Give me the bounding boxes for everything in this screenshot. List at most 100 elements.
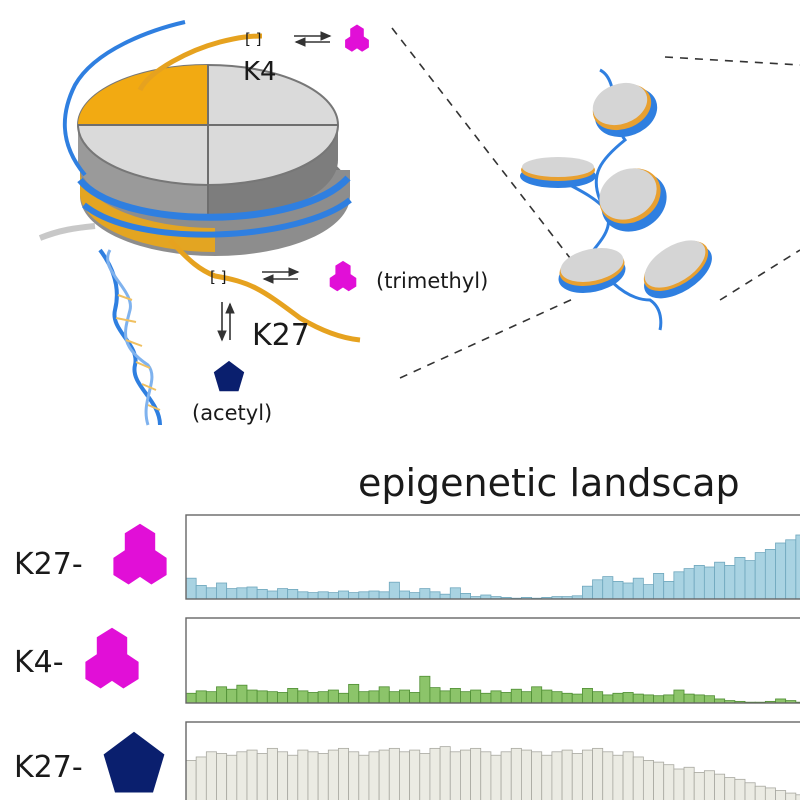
track-bar (551, 751, 563, 800)
fiber-nucleosome (558, 247, 626, 293)
track-bar (592, 747, 604, 800)
track-bar (277, 692, 289, 704)
track-bar (785, 539, 797, 600)
track-bar (399, 590, 411, 600)
track-label: K27- (14, 750, 83, 785)
track-bar (795, 794, 800, 800)
track-bar (663, 694, 675, 704)
track-bar (348, 751, 360, 800)
track-bar (297, 690, 309, 704)
track-bar (703, 566, 715, 600)
track-bar (531, 751, 543, 800)
track-bar (368, 751, 380, 800)
track-bar (256, 753, 268, 800)
track-bar (622, 692, 634, 704)
track-bar (551, 691, 563, 704)
track-bar (642, 760, 654, 800)
track-bar (348, 683, 360, 704)
track-bar (378, 591, 390, 600)
track-bar (419, 675, 431, 704)
track-bar (287, 589, 299, 600)
track-bar (703, 770, 715, 800)
acetyl-mark-icon (213, 360, 245, 392)
track-bar (622, 751, 634, 800)
track-bar (185, 577, 197, 600)
track-bar (449, 688, 461, 704)
track-bar (561, 749, 573, 800)
track-bar (541, 754, 553, 800)
histone-octamer-upper (77, 64, 339, 220)
track-bar (744, 560, 756, 600)
histone-tail-k4 (137, 33, 263, 92)
track-k4me3: K4- (14, 617, 800, 704)
landscape-title: epigenetic landscap (358, 461, 740, 505)
track-bar (673, 768, 685, 800)
track-bar (277, 751, 289, 800)
track-bar (673, 689, 685, 704)
fiber-nucleosome (643, 240, 712, 299)
track-bar (673, 571, 685, 600)
track-bar (429, 747, 441, 800)
track-bar (338, 590, 350, 600)
track-bar (205, 691, 217, 704)
track-bar (785, 792, 797, 800)
track-bar (307, 592, 319, 600)
track-bar (216, 686, 228, 704)
track-bar (297, 591, 309, 600)
track-bar (236, 587, 248, 600)
trimethyl-mark-icon (345, 24, 369, 52)
track-bar (205, 751, 217, 800)
track-bar (714, 773, 726, 800)
track-bar (439, 690, 451, 704)
track-bar (409, 592, 421, 600)
track-bar (256, 589, 268, 600)
track-bar (368, 590, 380, 600)
track-bar (358, 591, 370, 600)
track-bar (653, 695, 665, 704)
acetyl-mark-icon (103, 731, 165, 793)
fiber-nucleosome (520, 157, 596, 188)
track-bar (246, 689, 258, 704)
track-bar (195, 690, 207, 704)
track-bar (632, 693, 644, 704)
track-bars (185, 675, 800, 704)
track-bar (775, 790, 787, 800)
track-bar (338, 747, 350, 800)
track-bar (602, 694, 614, 704)
k4-modification: [ ] K4 (243, 24, 369, 87)
track-bar (419, 753, 431, 800)
histone-tail-k27 (168, 238, 361, 343)
track-bar (653, 761, 665, 800)
trimethyl-mark-icon (329, 260, 357, 292)
track-k27ac: K27- (14, 721, 800, 800)
track-bars (185, 746, 800, 800)
zoom-lines (391, 27, 800, 379)
track-bar (216, 753, 228, 800)
track-bar (449, 751, 461, 800)
track-bar (602, 751, 614, 800)
track-bar (500, 692, 512, 704)
track-bar (460, 593, 471, 600)
track-bar (500, 751, 512, 800)
track-bar (409, 749, 421, 800)
track-bar (764, 787, 776, 800)
track-bar (571, 693, 583, 704)
track-bar (541, 689, 553, 704)
track-bar (581, 749, 593, 800)
track-bar (632, 577, 644, 600)
track-bar (226, 688, 238, 704)
track-bar (642, 584, 654, 600)
track-bar (317, 691, 329, 704)
track-bar (185, 692, 197, 704)
track-bar (307, 692, 319, 704)
track-frame (185, 617, 800, 704)
track-bar (480, 692, 492, 704)
track-bar (327, 749, 339, 800)
track-bar (490, 690, 502, 704)
track-bar (571, 753, 583, 800)
track-bar (764, 549, 776, 600)
track-bar (205, 587, 217, 600)
track-bar (642, 694, 654, 704)
track-bar (703, 695, 715, 704)
